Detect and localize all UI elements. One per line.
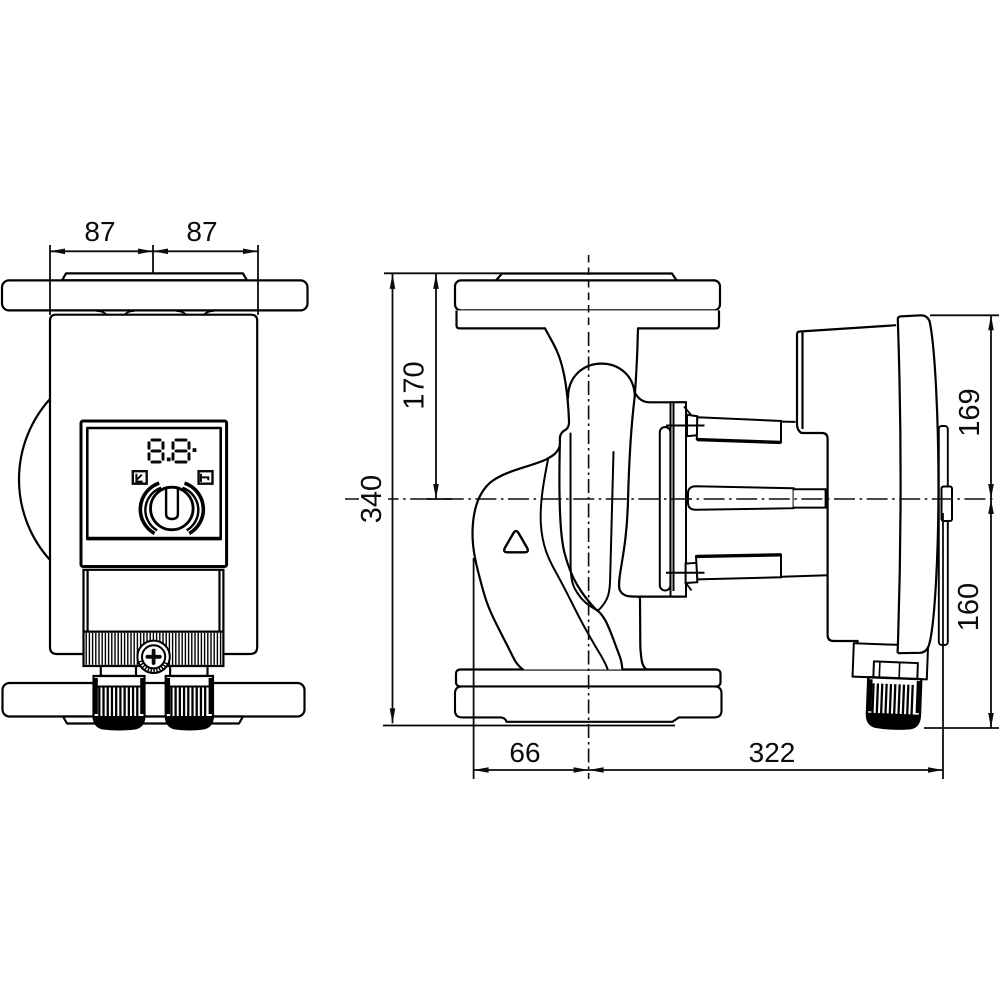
svg-text:340: 340 bbox=[356, 475, 388, 523]
svg-text:87: 87 bbox=[186, 216, 217, 247]
svg-text:322: 322 bbox=[749, 737, 796, 768]
svg-text:169: 169 bbox=[954, 388, 986, 436]
svg-text:160: 160 bbox=[953, 583, 985, 631]
svg-text:87: 87 bbox=[84, 216, 115, 247]
svg-text:170: 170 bbox=[399, 361, 431, 409]
svg-text:66: 66 bbox=[509, 737, 540, 768]
